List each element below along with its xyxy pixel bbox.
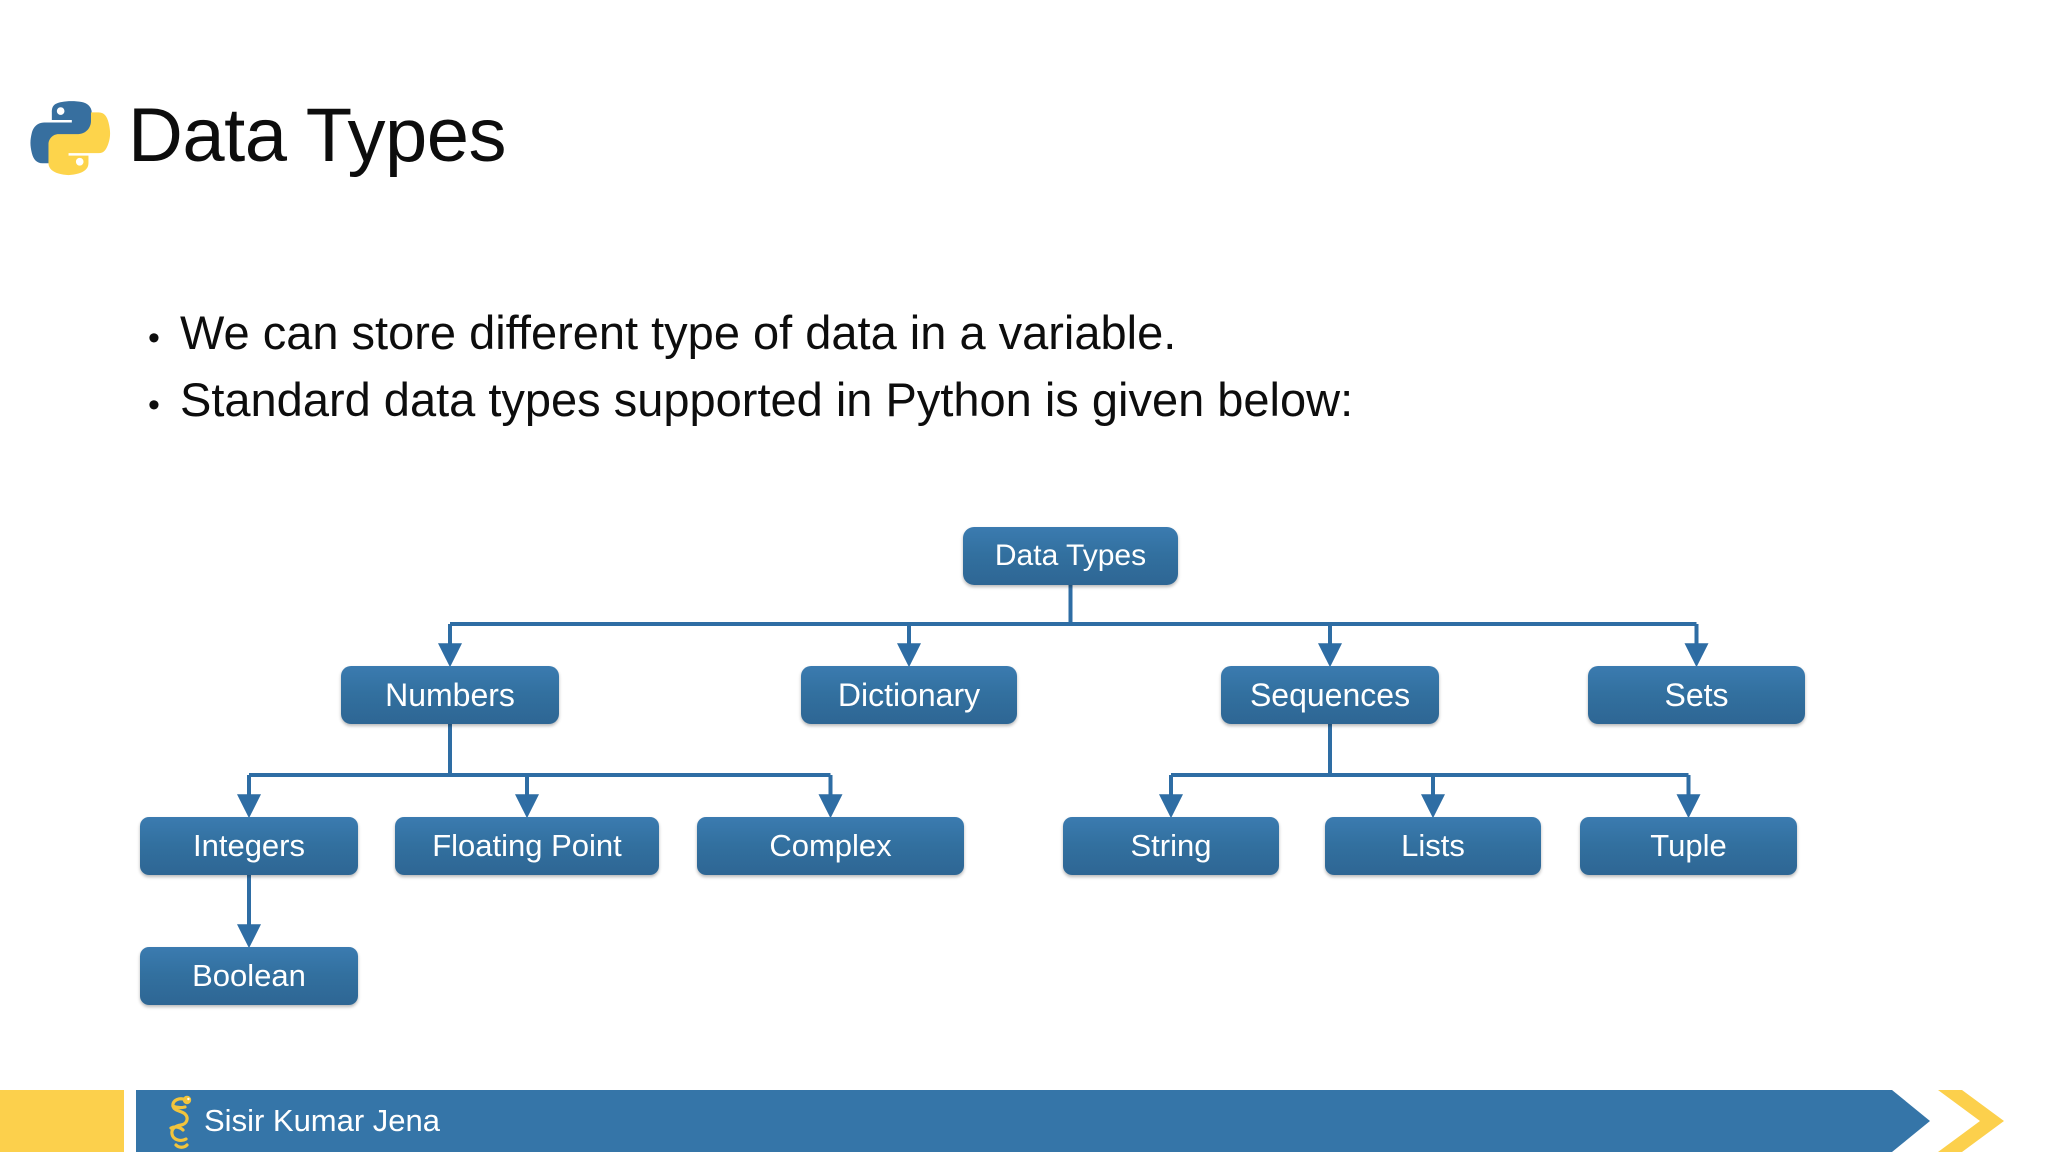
diagram-node-sequences[interactable]: Sequences bbox=[1221, 666, 1439, 724]
diagram-node-integers[interactable]: Integers bbox=[140, 817, 358, 875]
bullet-marker-icon: • bbox=[148, 385, 160, 424]
bullet-text-1: We can store different type of data in a… bbox=[180, 306, 1177, 359]
diagram-node-dictionary[interactable]: Dictionary bbox=[801, 666, 1017, 724]
diagram-node-string[interactable]: String bbox=[1063, 817, 1279, 875]
footer-accent-block bbox=[0, 1090, 124, 1152]
diagram-node-floating-point[interactable]: Floating Point bbox=[395, 817, 659, 875]
diagram-node-label: Integers bbox=[192, 828, 305, 863]
slide-header: Data Types bbox=[30, 88, 507, 184]
diagram-node-label: Numbers bbox=[385, 676, 515, 713]
diagram-node-numbers[interactable]: Numbers bbox=[341, 666, 559, 724]
footer-chevron-icon bbox=[1938, 1090, 2004, 1152]
python-snake-icon bbox=[160, 1093, 200, 1151]
diagram-node-label: Complex bbox=[769, 828, 892, 863]
diagram-node-label: Dictionary bbox=[837, 676, 981, 713]
bullet-list: • We can store different type of data in… bbox=[148, 300, 1848, 433]
python-logo-icon bbox=[30, 94, 114, 178]
footer-author-name: Sisir Kumar Jena bbox=[204, 1103, 441, 1138]
slide-footer: Sisir Kumar Jena bbox=[0, 1090, 2048, 1152]
diagram-node-label: String bbox=[1130, 828, 1212, 863]
diagram-node-boolean[interactable]: Boolean bbox=[140, 947, 358, 1005]
footer-bar bbox=[136, 1090, 1930, 1152]
diagram-node-label: Sequences bbox=[1249, 676, 1411, 713]
bullet-item-1: • We can store different type of data in… bbox=[148, 300, 1848, 367]
diagram-node-sets[interactable]: Sets bbox=[1588, 666, 1805, 724]
diagram-node-tuple[interactable]: Tuple bbox=[1580, 817, 1797, 875]
diagram-node-lists[interactable]: Lists bbox=[1325, 817, 1541, 875]
diagram-node-label: Boolean bbox=[192, 958, 306, 993]
bullet-marker-icon: • bbox=[148, 319, 160, 357]
diagram-node-label: Tuple bbox=[1650, 828, 1727, 863]
diagram-node-label: Floating Point bbox=[432, 828, 622, 863]
bullet-text-2: Standard data types supported in Python … bbox=[180, 372, 1354, 426]
diagram-node-complex[interactable]: Complex bbox=[697, 817, 964, 875]
diagram-node-label: Lists bbox=[1401, 828, 1465, 863]
page-title: Data Types bbox=[128, 93, 507, 178]
diagram-node-data-types[interactable]: Data Types bbox=[963, 527, 1178, 585]
bullet-item-2: • Standard data types supported in Pytho… bbox=[148, 367, 1848, 434]
diagram-node-label: Sets bbox=[1664, 676, 1729, 713]
diagram-node-label: Data Types bbox=[994, 539, 1147, 572]
